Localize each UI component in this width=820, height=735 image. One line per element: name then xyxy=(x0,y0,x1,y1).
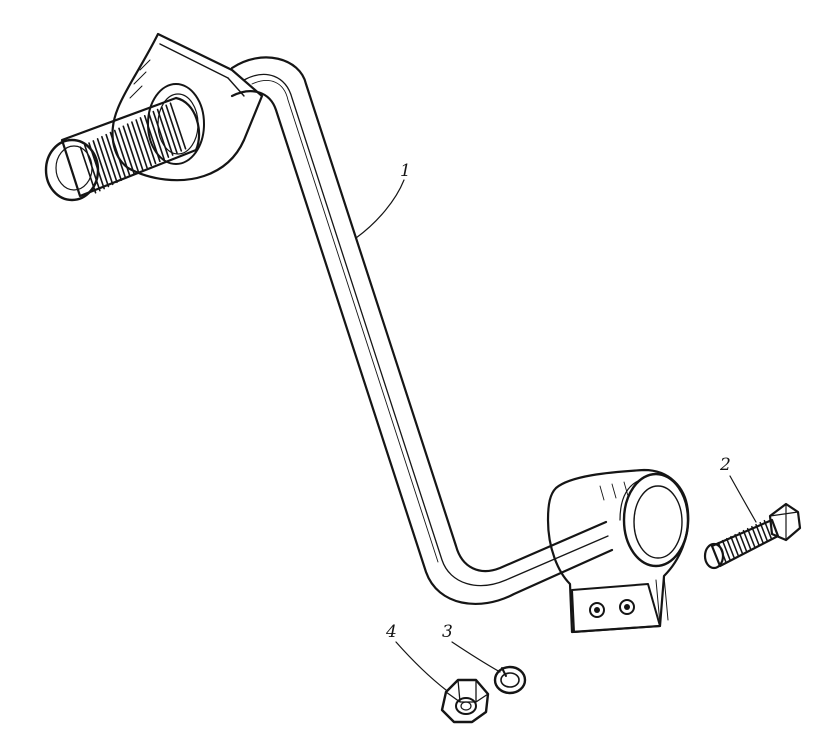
thread-line xyxy=(738,531,748,553)
callout-4: 4 xyxy=(385,622,397,642)
thread-line xyxy=(101,135,118,184)
thread-line xyxy=(118,127,135,175)
callout-3: 3 xyxy=(442,622,453,642)
mounting-plate xyxy=(111,32,264,182)
thread-line xyxy=(165,104,183,152)
thread-line xyxy=(169,102,187,150)
leader-part-3 xyxy=(451,641,501,673)
thread-line xyxy=(156,108,174,156)
thread-line xyxy=(746,527,756,549)
thread-line xyxy=(721,539,731,561)
leader-part-4 xyxy=(395,641,447,691)
thread-line xyxy=(725,537,735,559)
thread-line xyxy=(131,121,148,169)
callout-1: 1 xyxy=(400,161,411,181)
thread-line xyxy=(122,125,140,173)
thread-line xyxy=(759,521,769,543)
thread-line xyxy=(126,123,144,171)
thread-line xyxy=(730,535,739,557)
thread-line xyxy=(113,129,131,177)
thread-line xyxy=(148,112,165,161)
part-1-rod-assembly xyxy=(44,32,690,634)
thread-line xyxy=(734,533,744,555)
leader-part-1 xyxy=(355,179,405,239)
bent-rod xyxy=(230,56,614,606)
thread-line xyxy=(755,523,765,545)
thread-line xyxy=(143,114,161,163)
thread-line xyxy=(139,117,157,165)
part-2-bolt xyxy=(703,502,802,570)
thread-line xyxy=(161,106,178,154)
tube-clamp xyxy=(546,468,690,634)
callout-labels: 1 2 3 4 xyxy=(385,161,731,642)
callout-leaders xyxy=(355,179,757,691)
part-3-spring-washer xyxy=(493,665,527,695)
part-4-hex-nut xyxy=(440,678,490,724)
thread-line xyxy=(763,519,773,541)
threaded-shank xyxy=(44,96,201,202)
thread-line xyxy=(96,138,114,186)
thread-line xyxy=(152,110,170,158)
callout-2: 2 xyxy=(719,455,731,475)
thread-line xyxy=(742,529,752,551)
thread-line xyxy=(751,525,760,547)
thread-line xyxy=(79,146,97,194)
thread-line xyxy=(105,133,123,182)
leader-part-2 xyxy=(729,475,757,523)
thread-line xyxy=(135,119,153,167)
thread-line xyxy=(109,131,127,179)
thread-line xyxy=(92,140,110,188)
